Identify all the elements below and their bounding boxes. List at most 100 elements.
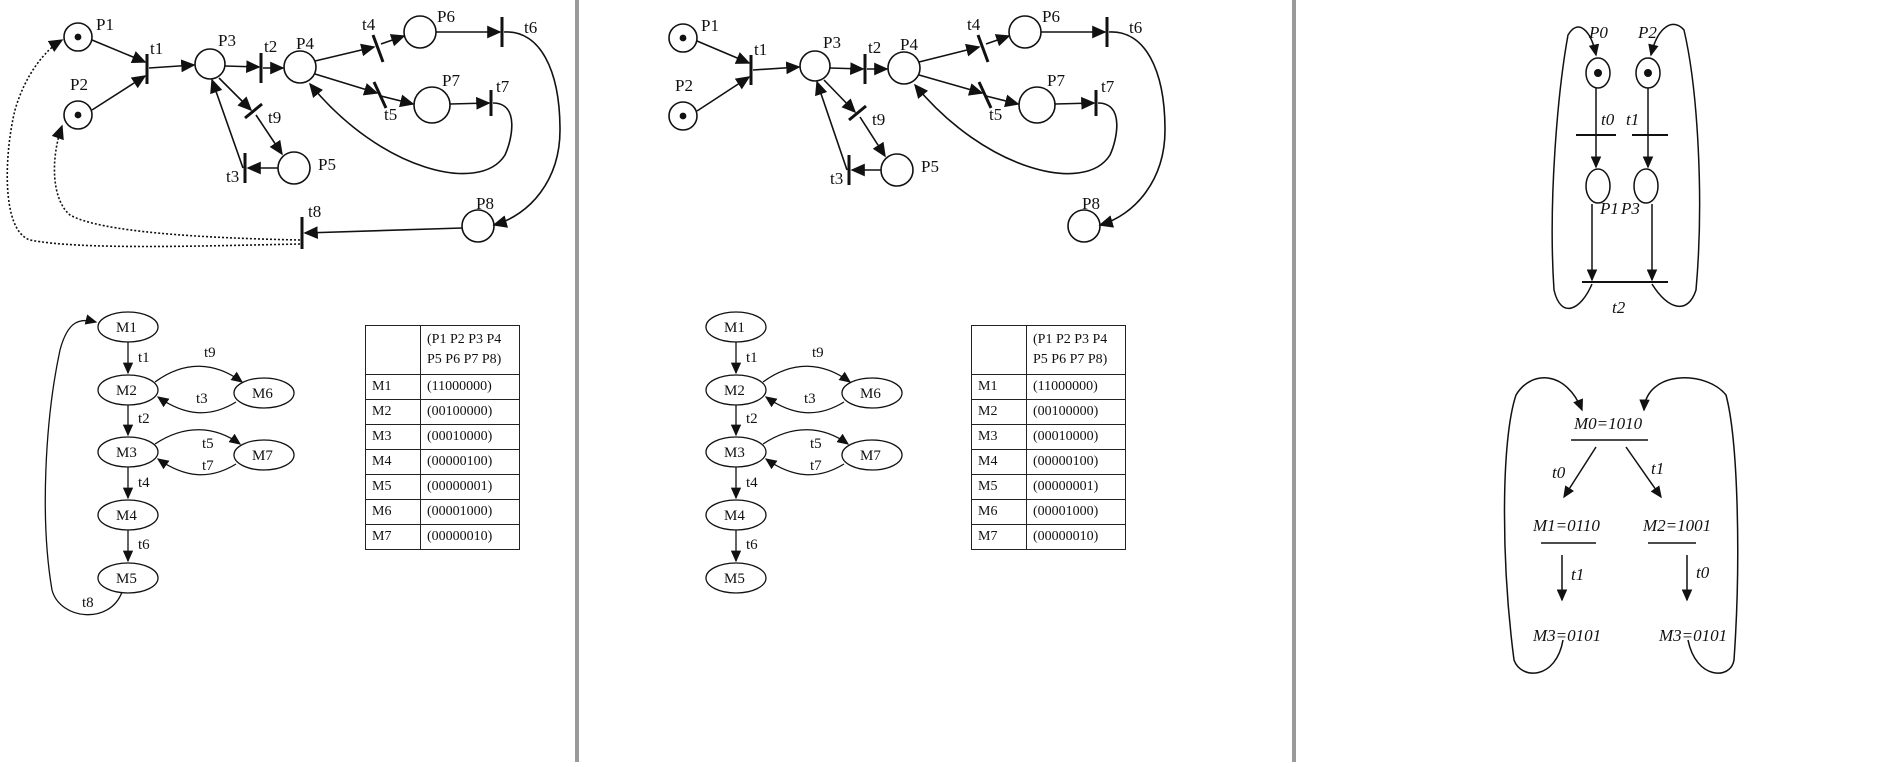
table-cell-marking: M6 — [971, 499, 1027, 525]
table-cell-vector: (00001000) — [420, 499, 520, 525]
arc-label-t4: t4 — [746, 475, 758, 491]
place-p6 — [403, 15, 437, 49]
table-cell-marking: M3 — [365, 424, 421, 450]
marking-m3-right: M3=0101 — [1658, 626, 1727, 645]
petri-net-diagram-2: P1 P2 P3 P4 P5 P6 P7 P8 t1 t2 t3 t4 t5 t… — [668, 7, 1166, 594]
marking-m4: M4 — [116, 508, 137, 524]
arc-label-t1-lower: t1 — [1571, 565, 1584, 584]
table-cell-vector: (00000100) — [1026, 449, 1126, 475]
table-row: M6(00001000) — [971, 499, 1126, 525]
transition-label-t6: t6 — [1129, 18, 1142, 37]
transition-label-t5: t5 — [989, 105, 1002, 124]
place-p8 — [461, 209, 495, 243]
transition-label-t8: t8 — [308, 202, 321, 221]
table-cell-vector: (00001000) — [1026, 499, 1126, 525]
arc-label-t2: t2 — [138, 411, 150, 427]
arc-label-t5: t5 — [810, 436, 822, 452]
table-cell-marking: M1 — [971, 374, 1027, 400]
marking-m1: M1=0110 — [1532, 516, 1600, 535]
table-row: M5(00000001) — [971, 474, 1126, 500]
place-label-p5: P5 — [921, 157, 939, 176]
table-row: M3(00010000) — [365, 424, 520, 450]
marking-m2: M2 — [724, 383, 745, 399]
transition-label-t9: t9 — [268, 108, 281, 127]
table-cell-vector: (00000100) — [420, 449, 520, 475]
table-cell-vector: (00010000) — [420, 424, 520, 450]
table-cell-vector: (00000001) — [420, 474, 520, 500]
table-header-line1: (P1 P2 P3 P4 — [1033, 332, 1108, 347]
table-row: M2(00100000) — [365, 399, 520, 425]
table-row: M1(11000000) — [365, 374, 520, 400]
table-row: M7(00000010) — [971, 524, 1126, 550]
table-header-line2: P5 P6 P7 P8) — [427, 352, 502, 367]
place-label-p1: P1 — [96, 15, 114, 34]
panel-handdrawn-net: P0 P2 P1 P3 t0 t1 t2 M0=1010 M1=0110 M2=… — [1296, 0, 1888, 762]
place-label-p3: P3 — [1620, 199, 1640, 218]
transition-label-t1: t1 — [150, 39, 163, 58]
transition-label-t2: t2 — [1612, 298, 1626, 317]
table-row: M1(11000000) — [971, 374, 1126, 400]
marking-m7: M7 — [860, 448, 881, 464]
place-label-p5: P5 — [318, 155, 336, 174]
marking-m6: M6 — [860, 386, 881, 402]
table-row: M4(00000100) — [365, 449, 520, 475]
table-cell-marking: M5 — [365, 474, 421, 500]
arc-label-t7: t7 — [810, 458, 822, 474]
marking-m7: M7 — [252, 448, 273, 464]
panel-net-with-t8: P1 P2 P3 P4 P5 P6 P7 P8 t1 t2 t3 t4 t5 t… — [0, 0, 575, 762]
marking-m3-left: M3=0101 — [1532, 626, 1601, 645]
transition-label-t3: t3 — [226, 167, 239, 186]
table-cell-marking: M4 — [365, 449, 421, 475]
place-label-p2: P2 — [1637, 23, 1657, 42]
arc-label-t6: t6 — [746, 537, 758, 553]
panel-divider — [575, 0, 579, 762]
arc-label-t0: t0 — [1552, 463, 1566, 482]
place-label-p4: P4 — [900, 35, 918, 54]
table-cell-vector: (00000001) — [1026, 474, 1126, 500]
table-cell-marking: M3 — [971, 424, 1027, 450]
table-cell-marking: M7 — [971, 524, 1027, 550]
table-cell-marking: M5 — [971, 474, 1027, 500]
arc-label-t6: t6 — [138, 537, 150, 553]
arc-label-t1: t1 — [746, 350, 758, 366]
panel-divider — [1292, 0, 1296, 762]
place-p7 — [413, 86, 451, 124]
arc-label-t9: t9 — [812, 345, 824, 361]
arc-label-t3: t3 — [804, 391, 816, 407]
panel-net-without-t8: P1 P2 P3 P4 P5 P6 P7 P8 t1 t2 t3 t4 t5 t… — [579, 0, 1292, 762]
table-row: M5(00000001) — [365, 474, 520, 500]
transition-label-t2: t2 — [868, 38, 881, 57]
transition-label-t7: t7 — [1101, 77, 1115, 96]
arc-label-t2: t2 — [746, 411, 758, 427]
table-cell-marking: M2 — [971, 399, 1027, 425]
table-cell-vector: (00100000) — [420, 399, 520, 425]
marking-m3: M3 — [724, 445, 745, 461]
petri-net-diagram-3: P0 P2 P1 P3 t0 t1 t2 M0=1010 M1=0110 M2=… — [1503, 23, 1739, 674]
marking-m2: M2=1001 — [1642, 516, 1711, 535]
transition-label-t7: t7 — [496, 77, 510, 96]
place-label-p3: P3 — [218, 31, 236, 50]
transition-label-t4: t4 — [967, 15, 981, 34]
transition-label-t3: t3 — [830, 169, 843, 188]
place-label-p1: P1 — [1599, 199, 1619, 218]
arc-label-t3: t3 — [196, 391, 208, 407]
table-row: M2(00100000) — [971, 399, 1126, 425]
marking-m1: M1 — [724, 320, 745, 336]
marking-m5: M5 — [724, 571, 745, 587]
table-cell-marking: M4 — [971, 449, 1027, 475]
arc-label-t9: t9 — [204, 345, 216, 361]
transition-label-t2: t2 — [264, 37, 277, 56]
table-header-line1: (P1 P2 P3 P4 — [427, 332, 502, 347]
transition-label-t5: t5 — [384, 105, 397, 124]
place-label-p3: P3 — [823, 33, 841, 52]
place-label-p0: P0 — [1588, 23, 1608, 42]
table-cell-marking: M1 — [365, 374, 421, 400]
arc-label-t1: t1 — [1651, 459, 1664, 478]
transition-label-t1: t1 — [1626, 110, 1639, 129]
table-cell-marking: M2 — [365, 399, 421, 425]
table-header-row: (P1 P2 P3 P4 P5 P6 P7 P8) — [365, 325, 520, 375]
arc-label-t1: t1 — [138, 350, 150, 366]
place-label-p7: P7 — [1047, 71, 1065, 90]
